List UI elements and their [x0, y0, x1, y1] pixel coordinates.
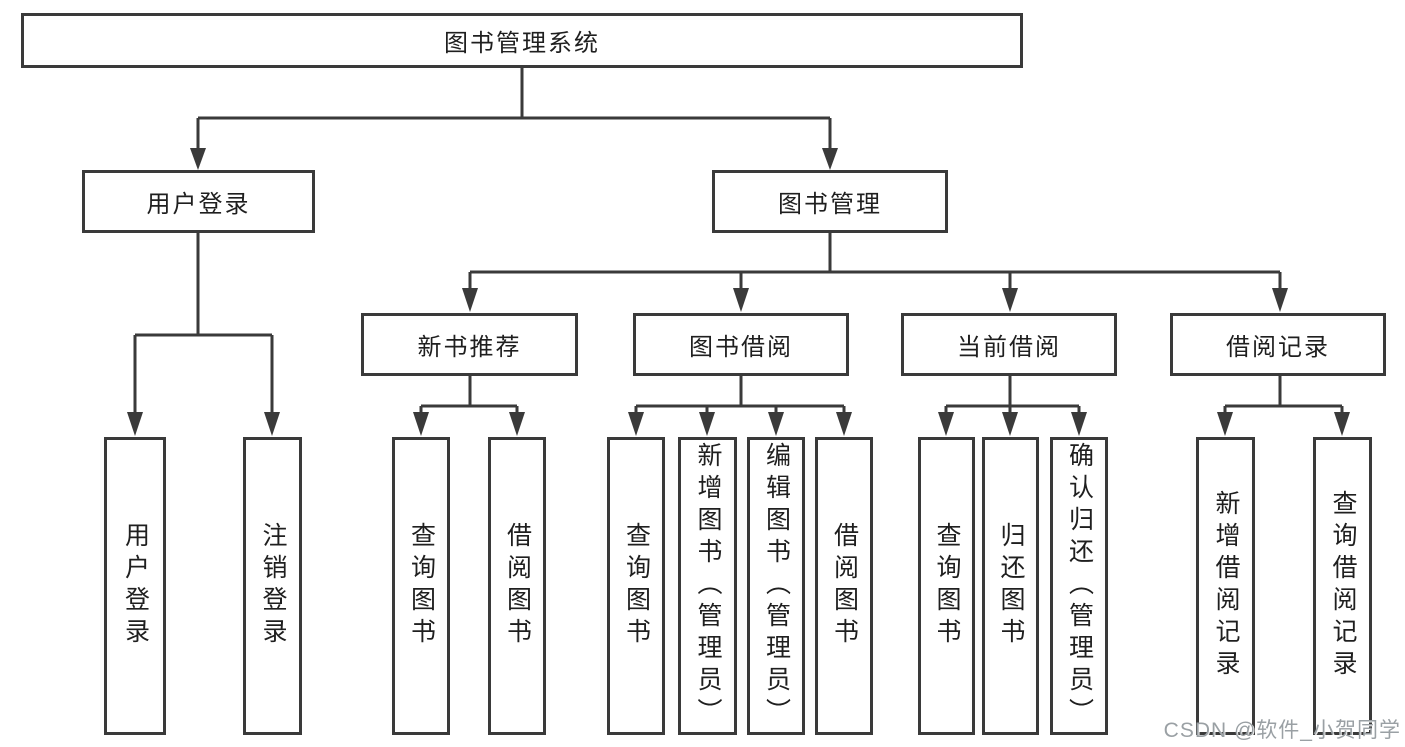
node-root-system: 图书管理系统 — [21, 13, 1023, 68]
node-book-borrowing: 图书借阅 — [633, 313, 849, 376]
leaf-borrow-books-recommend: 借阅图书 — [488, 437, 546, 735]
leaf-add-books-admin: 新增图书（管理员） — [678, 437, 737, 735]
leaf-query-books-recommend: 查询图书 — [392, 437, 450, 735]
node-borrowing-records: 借阅记录 — [1170, 313, 1386, 376]
leaf-query-borrow-record: 查询借阅记录 — [1313, 437, 1372, 735]
leaf-return-books: 归还图书 — [982, 437, 1039, 735]
node-book-management-branch: 图书管理 — [712, 170, 948, 233]
leaf-add-borrow-record: 新增借阅记录 — [1196, 437, 1255, 735]
leaf-query-books-borrowing: 查询图书 — [607, 437, 665, 735]
node-user-login-branch: 用户登录 — [82, 170, 315, 233]
node-new-book-recommend: 新书推荐 — [361, 313, 578, 376]
csdn-watermark: CSDN @软件_小贺同学 — [1163, 719, 1401, 742]
leaf-edit-books-admin: 编辑图书（管理员） — [747, 437, 805, 735]
node-current-borrowing: 当前借阅 — [901, 313, 1117, 376]
leaf-query-books-current: 查询图书 — [918, 437, 975, 735]
leaf-logout: 注销登录 — [243, 437, 302, 735]
leaf-user-login: 用户登录 — [104, 437, 166, 735]
leaf-borrow-books: 借阅图书 — [815, 437, 873, 735]
leaf-confirm-return-admin: 确认归还（管理员） — [1050, 437, 1108, 735]
